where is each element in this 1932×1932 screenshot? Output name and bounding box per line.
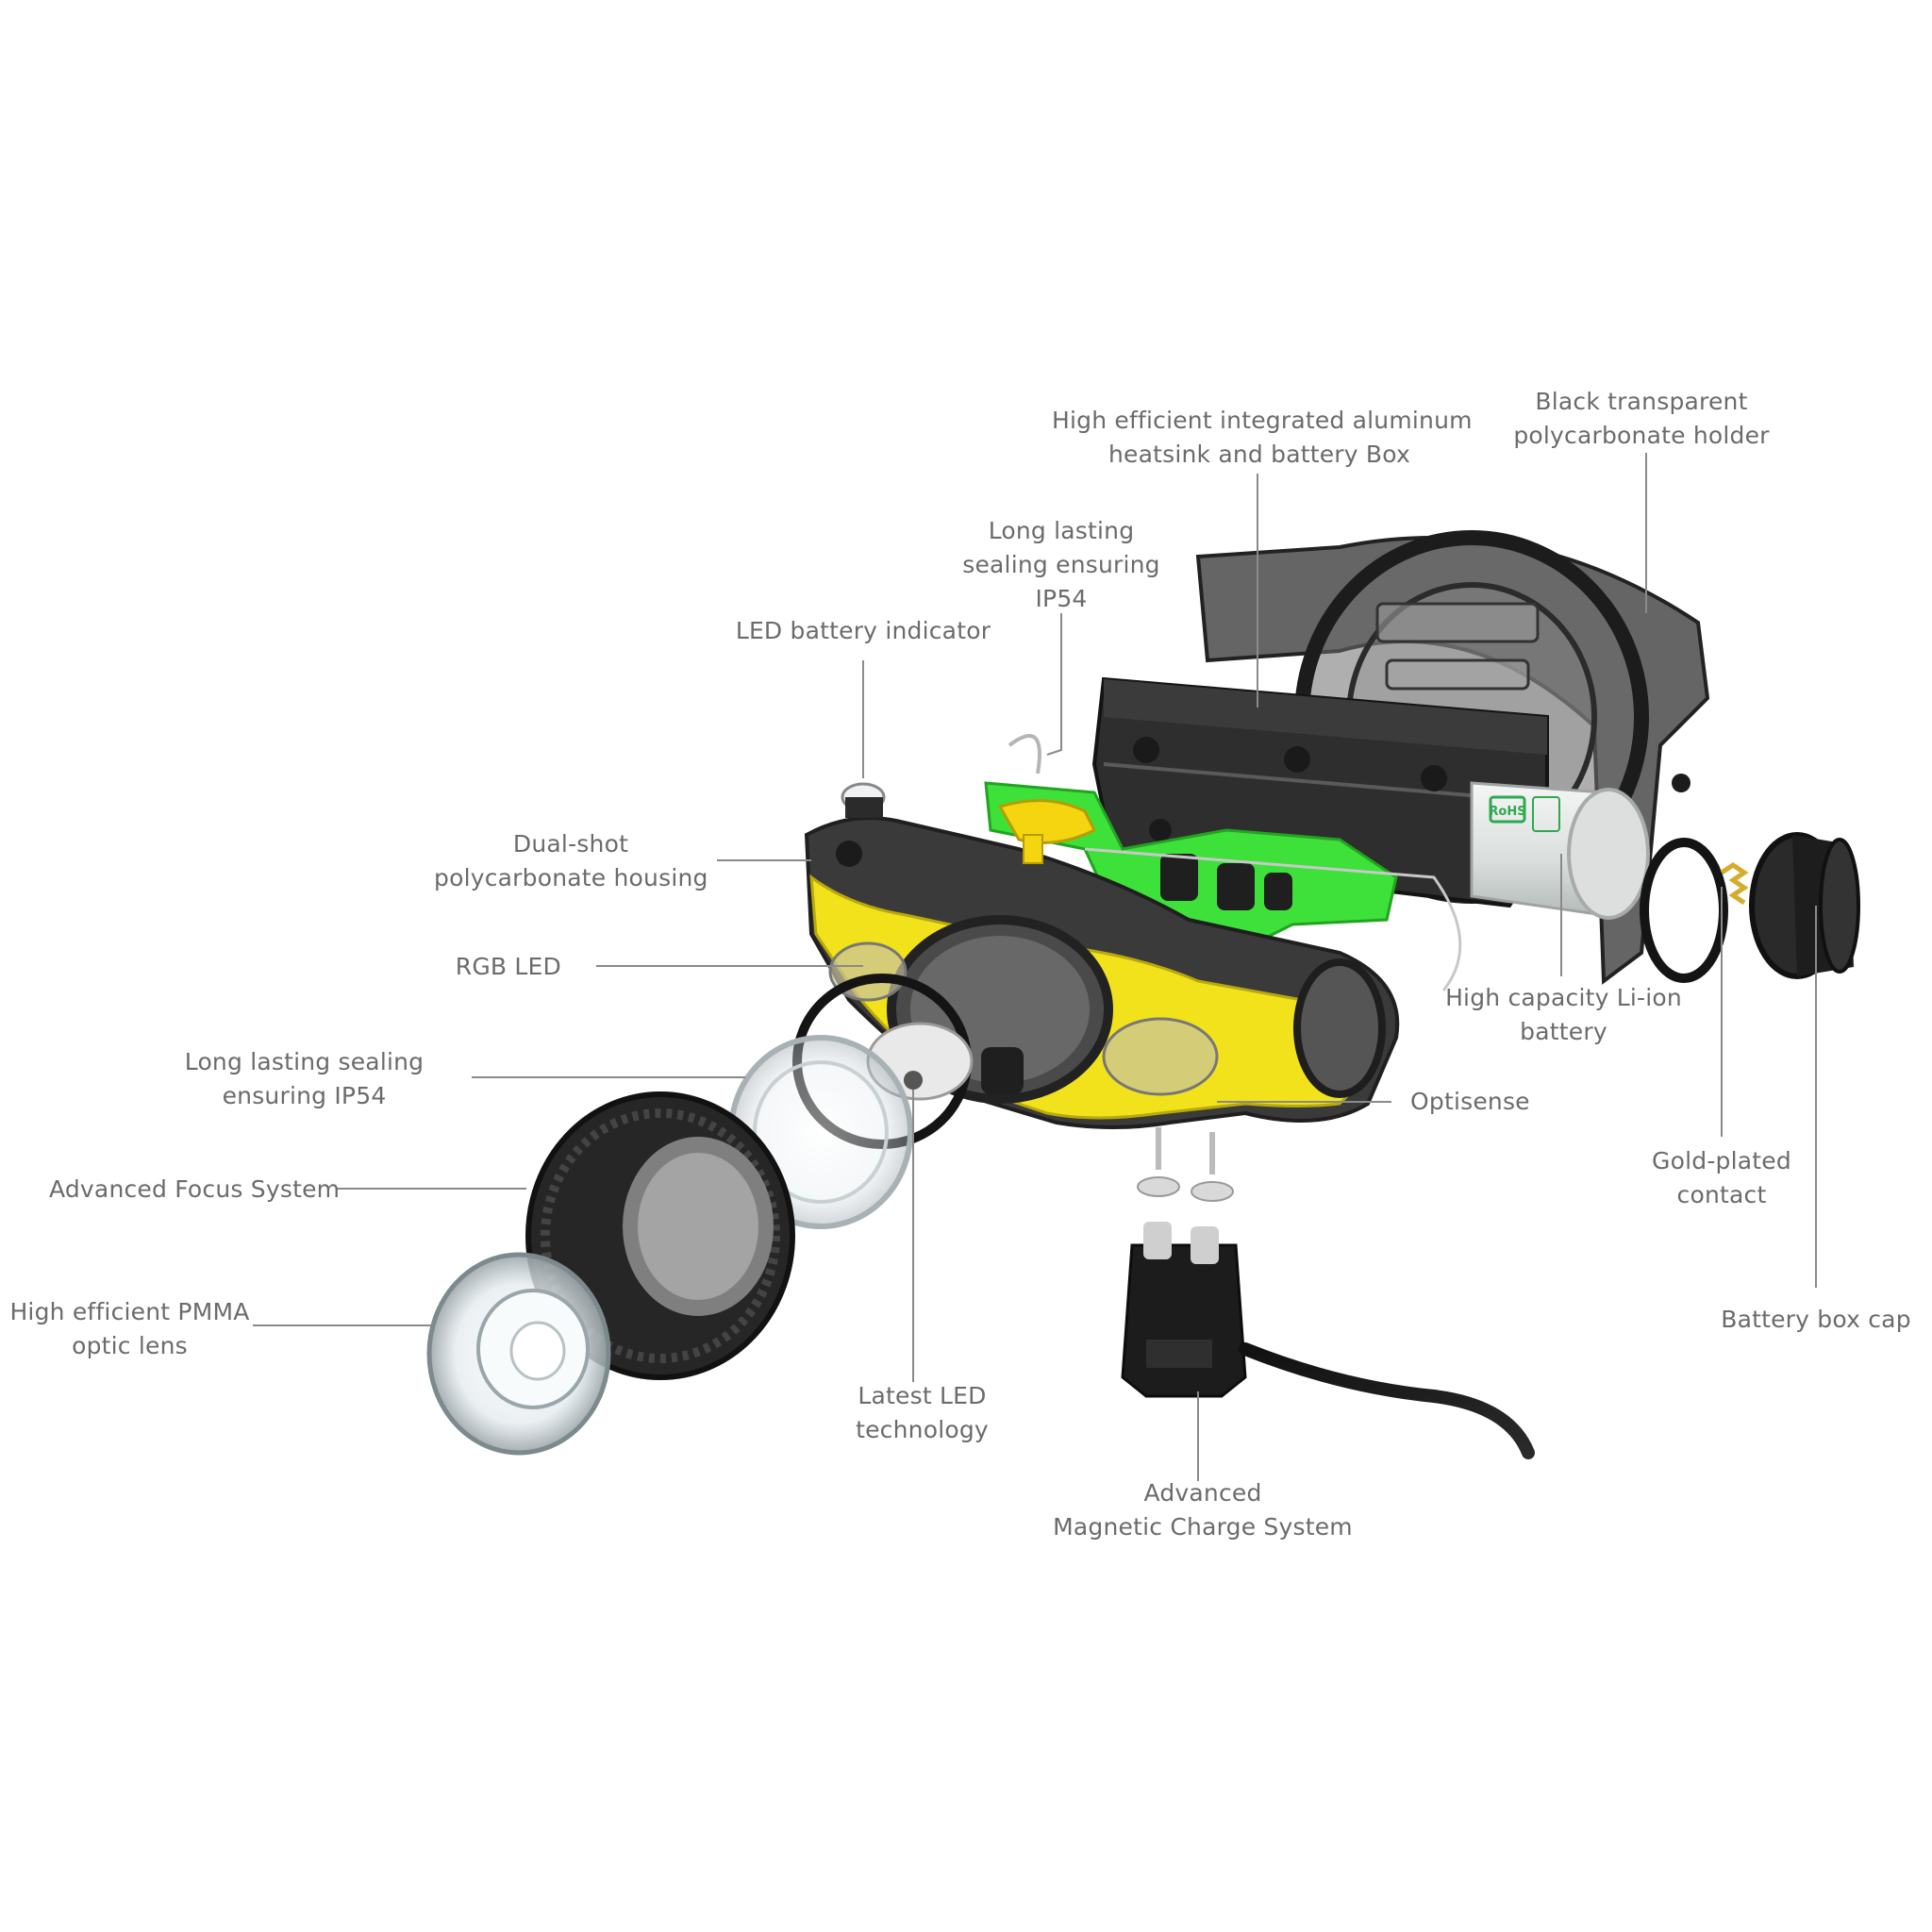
label-sealing-top: Long lasting sealing ensuring IP54: [962, 517, 1160, 612]
label-focus: Advanced Focus System: [49, 1175, 341, 1203]
label-sealing-left: Long lasting sealing ensuring IP54: [184, 1048, 425, 1109]
li-ion-battery-part: RoHS: [1470, 781, 1650, 920]
led-battery-indicator-part: [841, 782, 886, 818]
label-battery: High capacity Li-ion battery: [1445, 984, 1682, 1045]
label-holder: Black transparent polycarbonate holder: [1513, 388, 1770, 449]
label-led-indicator: LED battery indicator: [735, 617, 991, 644]
pmma-optic-lens-part: [426, 1252, 611, 1456]
label-housing: Dual-shot polycarbonate housing: [434, 830, 708, 891]
focus-ring-part: [525, 1091, 795, 1380]
label-pmma-lens: High efficient PMMA optic lens: [9, 1298, 250, 1359]
battery-rohs-mark: RoHS: [1489, 805, 1525, 819]
seal-strip-body: [1084, 847, 1462, 991]
label-heatsink: High efficient integrated aluminum heats…: [1052, 407, 1473, 468]
gold-spring-contact: [1720, 861, 1749, 906]
leader-lines: [253, 453, 1817, 1481]
seal-strip-top: [1008, 734, 1041, 774]
rear-o-ring: [1640, 838, 1728, 983]
label-battery-cap: Battery box cap: [1721, 1306, 1911, 1333]
label-optisense: Optisense: [1410, 1088, 1530, 1115]
label-gold-contact: Gold-plated contact: [1652, 1147, 1791, 1208]
label-magnetic-charge: Advanced Magnetic Charge System: [1053, 1479, 1353, 1541]
battery-box-cap-part: [1749, 832, 1860, 979]
label-rgb-led: RGB LED: [455, 953, 561, 980]
magnetic-charger-part: [1121, 1127, 1535, 1459]
label-latest-led: Latest LED technology: [856, 1382, 989, 1443]
yellow-switch-knob: [997, 799, 1097, 864]
